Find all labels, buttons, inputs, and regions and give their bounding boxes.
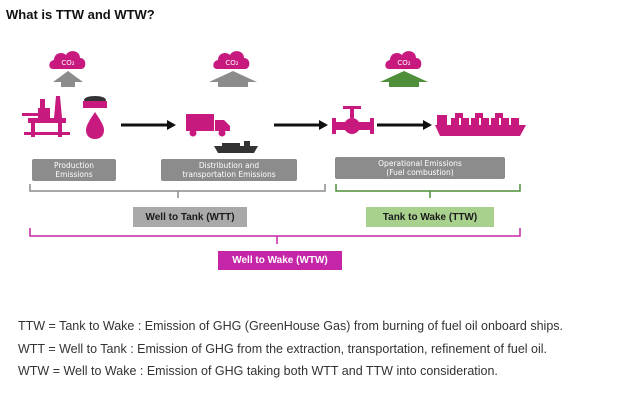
stage-label: Operational Emissions [378,159,462,168]
truck-icon [186,114,230,137]
oil-drop-icon [86,112,104,139]
up-arrow-icon [380,71,428,87]
emissions-diagram: CO₂ CO₂ CO₂ [22,51,526,244]
container-ship-icon [435,113,526,136]
stage-label: (Fuel combustion) [386,168,454,177]
cloud-icon: CO₂ [49,51,86,69]
co2-label: CO₂ [225,59,238,67]
up-arrow-icon [209,71,257,87]
stage-label: Production [54,161,94,170]
right-arrow-icon [121,120,176,130]
ttw-bracket [335,184,521,198]
co2-label: CO₂ [61,59,74,67]
wtt-band: Well to Tank (WTT) [133,207,247,227]
right-arrow-icon [377,120,432,130]
cloud-icon: CO₂ [385,51,422,69]
stage-label: Emissions [55,170,93,179]
definition-ttw: TTW = Tank to Wake : Emission of GHG (Gr… [18,319,564,333]
production-emissions-box: Production Emissions [32,159,116,181]
oil-platform-icon [22,96,70,137]
wtw-bracket [29,228,521,244]
stage-label: transportation Emissions [182,170,276,179]
coal-cart-icon [83,96,107,108]
valve-icon [332,106,374,134]
distribution-emissions-box: Distribution and transportation Emission… [161,159,297,181]
ttw-band: Tank to Wake (TTW) [366,207,494,227]
up-arrow-icon [53,71,83,87]
wtt-bracket [29,184,326,198]
co2-label: CO₂ [397,59,410,67]
definition-wtt: WTT = Well to Tank : Emission of GHG fro… [18,342,548,356]
barge-icon [214,141,258,153]
wtw-band: Well to Wake (WTW) [218,251,342,270]
cloud-icon: CO₂ [213,51,250,69]
definition-wtw: WTW = Well to Wake : Emission of GHG tak… [18,364,498,378]
operational-emissions-box: Operational Emissions (Fuel combustion) [335,157,505,179]
stage-label: Distribution and [198,161,260,170]
right-arrow-icon [274,120,328,130]
page-title: What is TTW and WTW? [6,7,155,22]
